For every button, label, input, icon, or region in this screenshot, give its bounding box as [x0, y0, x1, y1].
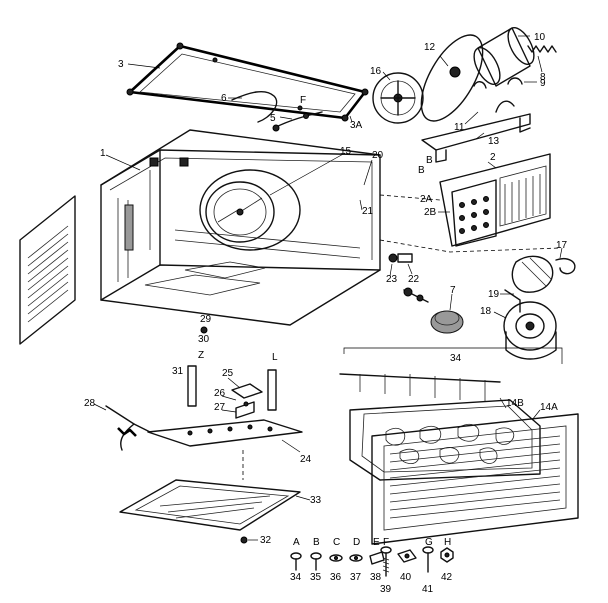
label-14a: 14A	[540, 402, 558, 413]
control-knob	[403, 287, 464, 334]
grille-bracket-14b	[339, 373, 501, 402]
label-z: Z	[198, 350, 204, 361]
hardware-letter-e: E	[373, 537, 380, 548]
label-22: 22	[408, 274, 420, 285]
hardware-letter-g: G	[425, 537, 433, 548]
spring-part-8	[527, 45, 557, 53]
label-23: 23	[386, 274, 398, 285]
label-30: 30	[198, 334, 210, 345]
label-20: 20	[372, 150, 384, 161]
label-5: 5	[270, 113, 276, 124]
callout-labels: 1 2 2A 2B 3 3A 5 6 7 8 9 10 11 12 13 14A…	[84, 32, 568, 546]
fan-blade	[372, 72, 424, 124]
hardware-labels: A 34 B 35 C 36 D 37 E 38 F 39 40 G 41 H 42	[290, 537, 453, 595]
label-2a: 2A	[420, 194, 433, 205]
label-3a: 3A	[350, 120, 363, 131]
hardware-number-42: 42	[441, 572, 453, 583]
hardware-screw-g	[422, 546, 434, 573]
motor	[473, 27, 535, 87]
label-33: 33	[310, 495, 322, 506]
label-14b: 14B	[506, 398, 524, 409]
label-32: 32	[260, 535, 272, 546]
wire-part-6	[231, 90, 278, 123]
label-28: 28	[84, 398, 96, 409]
label-34-top: 34	[450, 353, 462, 364]
hardware-number-39: 39	[380, 584, 392, 595]
label-f: F	[300, 95, 306, 106]
label-21: 21	[362, 206, 374, 217]
label-8: 8	[540, 72, 546, 83]
frame-gasket	[126, 42, 369, 122]
label-24: 24	[300, 454, 312, 465]
connector-parts-22-23	[388, 253, 413, 263]
heater-plate-24	[147, 419, 303, 447]
hardware-letter-c: C	[333, 537, 340, 548]
spacer-posts	[187, 326, 277, 411]
mounting-bracket	[421, 113, 531, 163]
label-9: 9	[540, 78, 546, 89]
hardware-letter-f: F	[383, 537, 389, 548]
label-3: 3	[118, 59, 124, 70]
cord-clip-part-17	[555, 258, 576, 275]
label-13: 13	[488, 136, 500, 147]
drive-motor	[504, 255, 554, 313]
label-2: 2	[490, 152, 496, 163]
label-b-upper: B	[426, 155, 433, 166]
label-26: 26	[214, 388, 226, 399]
label-10: 10	[534, 32, 546, 43]
label-19: 19	[488, 289, 500, 300]
label-7: 7	[450, 285, 456, 296]
hardware-clip-e	[369, 551, 385, 565]
label-16: 16	[370, 66, 382, 77]
label-29: 29	[200, 314, 212, 325]
label-l: L	[272, 352, 278, 363]
hardware-number-34: 34	[290, 572, 302, 583]
heater-element-assembly	[439, 153, 551, 247]
label-b-lower: B	[418, 165, 425, 176]
hardware-number-37: 37	[350, 572, 362, 583]
hardware-number-40: 40	[400, 572, 412, 583]
bracket-parts-25-27	[231, 383, 263, 419]
bracket-part-11	[495, 100, 515, 113]
hardware-letter-h: H	[444, 537, 451, 548]
label-11: 11	[454, 122, 465, 133]
label-6: 6	[221, 93, 227, 104]
filter-panel-14a	[349, 399, 541, 481]
power-cord-28	[105, 405, 151, 451]
hardware-number-36: 36	[330, 572, 342, 583]
hardware-number-41: 41	[422, 584, 434, 595]
hardware-screw-a	[290, 552, 302, 571]
hardware-washer-c	[329, 554, 343, 562]
main-housing	[100, 129, 381, 326]
motor-mount	[503, 301, 557, 360]
label-18: 18	[480, 306, 492, 317]
label-25: 25	[222, 368, 234, 379]
hardware-number-38: 38	[370, 572, 382, 583]
label-15: 15	[340, 146, 352, 157]
hardware-nut	[397, 549, 417, 563]
hardware-letter-d: D	[353, 537, 360, 548]
bottom-panel-33	[119, 479, 301, 544]
hardware-letter-a: A	[293, 537, 300, 548]
hardware-number-35: 35	[310, 572, 322, 583]
blower-wheel	[199, 169, 301, 251]
label-12: 12	[424, 42, 436, 53]
hardware-bolt-f	[380, 546, 392, 577]
label-1: 1	[100, 148, 106, 159]
label-27: 27	[214, 402, 226, 413]
label-31: 31	[172, 366, 184, 377]
hardware-screw-b	[310, 552, 322, 571]
hardware-nut-h	[440, 547, 454, 563]
fan-disc	[420, 34, 484, 122]
hardware-washer-d	[349, 554, 363, 562]
label-2b: 2B	[424, 207, 437, 218]
front-grille	[371, 413, 579, 545]
side-grille	[19, 195, 76, 345]
clip-part-9	[473, 77, 523, 89]
label-17: 17	[556, 240, 568, 251]
wire-part-5	[272, 111, 323, 132]
hardware-letter-b: B	[313, 537, 320, 548]
